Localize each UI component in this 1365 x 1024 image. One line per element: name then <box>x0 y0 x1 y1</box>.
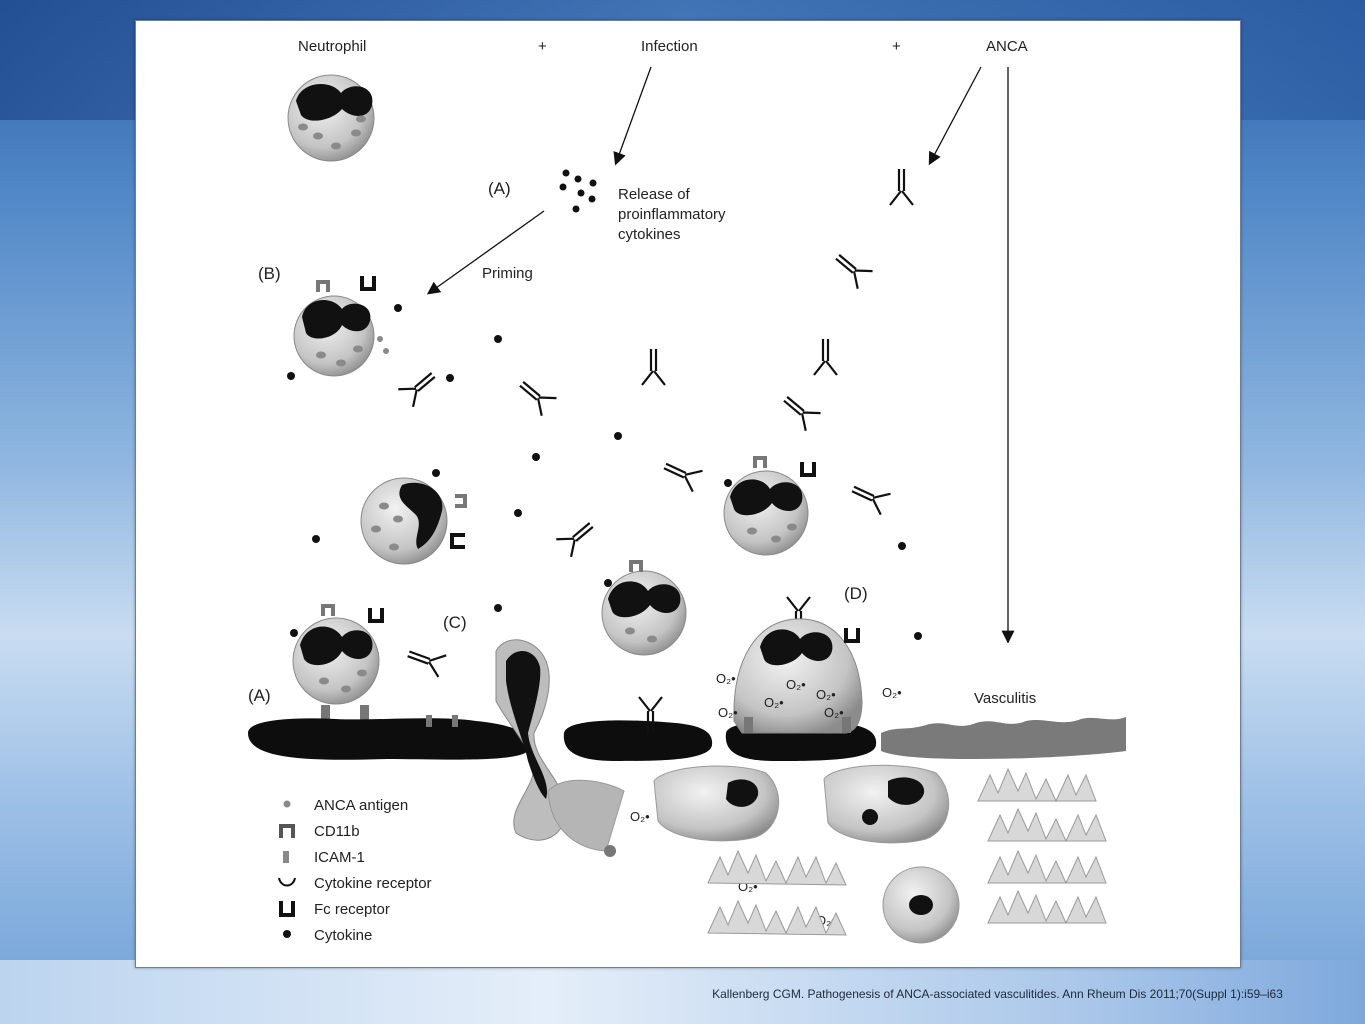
primed-neutrophil <box>293 274 402 377</box>
label-vasculitis: Vasculitis <box>974 690 1036 707</box>
legend-item-cytokine-receptor: Cytokine receptor <box>314 875 432 892</box>
legend-item-cd11b: CD11b <box>314 823 360 840</box>
svg-text:O₂•: O₂• <box>786 677 806 692</box>
label-release-line2: proinflammatory <box>618 206 726 223</box>
label-anca: ANCA <box>986 38 1028 55</box>
dot-icon <box>283 800 291 808</box>
legend-item-icam1: ICAM-1 <box>314 849 365 866</box>
damaged-vessel-wall <box>881 717 1126 759</box>
legend-item-anca-antigen: ANCA antigen <box>314 797 408 814</box>
svg-text:O₂•: O₂• <box>882 685 902 700</box>
adherent-neutrophil-middle <box>601 558 687 735</box>
anca-arrow <box>928 66 982 166</box>
endothelium <box>248 715 877 761</box>
infection-arrow <box>613 66 652 166</box>
inflamed-tissue <box>707 767 1107 936</box>
svg-text:O₂•: O₂• <box>718 705 738 720</box>
activated-neutrophil-d-upper <box>723 454 816 635</box>
svg-text:O₂•: O₂• <box>824 705 844 720</box>
label-priming: Priming <box>482 265 533 282</box>
cytokine-dot-icon <box>283 930 291 938</box>
label-infection: Infection <box>641 38 698 55</box>
free-cytokines <box>287 335 922 640</box>
label-step-a-top: (A) <box>488 179 511 198</box>
cytokine-receptor-icon <box>278 877 296 887</box>
plus-sign-1: + <box>538 38 547 55</box>
plus-sign-2: + <box>892 38 901 55</box>
svg-text:O₂•: O₂• <box>630 809 650 824</box>
cytokine-cluster <box>559 169 597 213</box>
label-neutrophil: Neutrophil <box>298 38 366 55</box>
activated-neutrophil-c-upper <box>360 469 469 565</box>
tissue-cells <box>547 764 960 944</box>
cd11b-icon <box>279 824 295 838</box>
diagram-panel: Neutrophil + Infection + ANCA (A) Releas… <box>135 20 1241 968</box>
degranulating-neutrophil <box>733 618 863 734</box>
label-release-line1: Release of <box>618 186 691 203</box>
citation-text: Kallenberg CGM. Pathogenesis of ANCA-ass… <box>712 987 1283 1001</box>
label-step-a-bottom: (A) <box>248 686 271 705</box>
background-bottom-band <box>0 960 1365 1024</box>
pathogenesis-diagram: Neutrophil + Infection + ANCA (A) Releas… <box>248 38 1126 944</box>
svg-text:O₂•: O₂• <box>816 687 836 702</box>
label-release-line3: cytokines <box>618 226 681 243</box>
resting-neutrophil <box>287 74 375 162</box>
svg-text:O₂•: O₂• <box>716 671 736 686</box>
adherent-neutrophil-a <box>290 602 384 721</box>
fc-receptor-icon <box>279 901 295 917</box>
legend-item-cytokine: Cytokine <box>314 927 372 944</box>
legend-item-fc-receptor: Fc receptor <box>314 901 390 918</box>
legend: ANCA antigen CD11b ICAM-1 Cytokine recep… <box>278 797 432 944</box>
svg-text:O₂•: O₂• <box>764 695 784 710</box>
priming-arrow <box>426 210 545 295</box>
icam1-icon <box>283 851 289 863</box>
label-step-d: (D) <box>844 584 868 603</box>
label-step-b: (B) <box>258 264 281 283</box>
label-step-c: (C) <box>443 613 467 632</box>
